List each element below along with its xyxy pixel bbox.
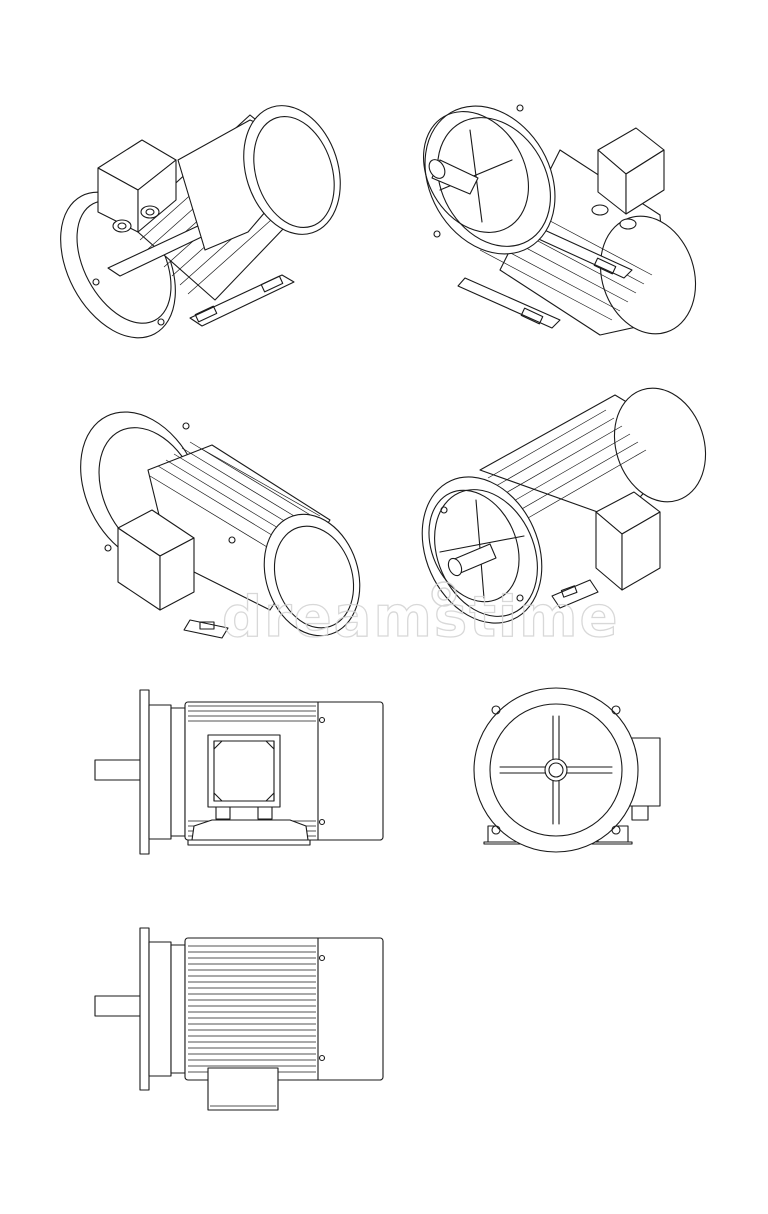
dreamstime-logo [431,581,457,607]
view-side-elevation-terminal-box [94,689,384,855]
view-front-elevation-flange [473,687,661,853]
watermark: dreamstime [221,581,619,651]
view-top-plan-fins [94,927,384,1111]
view-iso-front-left [421,387,707,624]
watermark-text: dreamstime [222,585,619,650]
view-iso-front-right [422,104,697,336]
view-iso-rear-left [60,105,341,339]
view-iso-rear-right [80,411,361,639]
